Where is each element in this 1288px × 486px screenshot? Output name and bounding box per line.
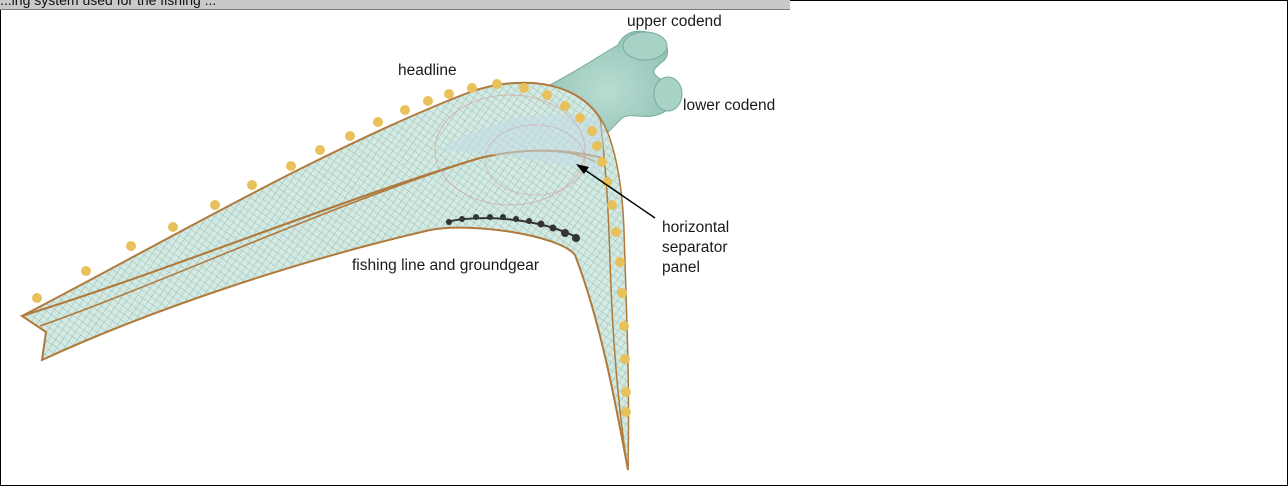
label-upper-codend: upper codend: [627, 13, 722, 31]
label-line-2: separator: [662, 238, 729, 258]
label-line-1: horizontal: [662, 218, 729, 238]
label-line-3: panel: [662, 258, 729, 278]
label-horizontal-separator-panel: horizontal separator panel: [662, 218, 729, 278]
label-lower-codend: lower codend: [683, 97, 775, 115]
net-body: [22, 83, 629, 470]
label-fishing-line: fishing line and groundgear: [352, 257, 539, 275]
label-headline: headline: [398, 62, 457, 80]
